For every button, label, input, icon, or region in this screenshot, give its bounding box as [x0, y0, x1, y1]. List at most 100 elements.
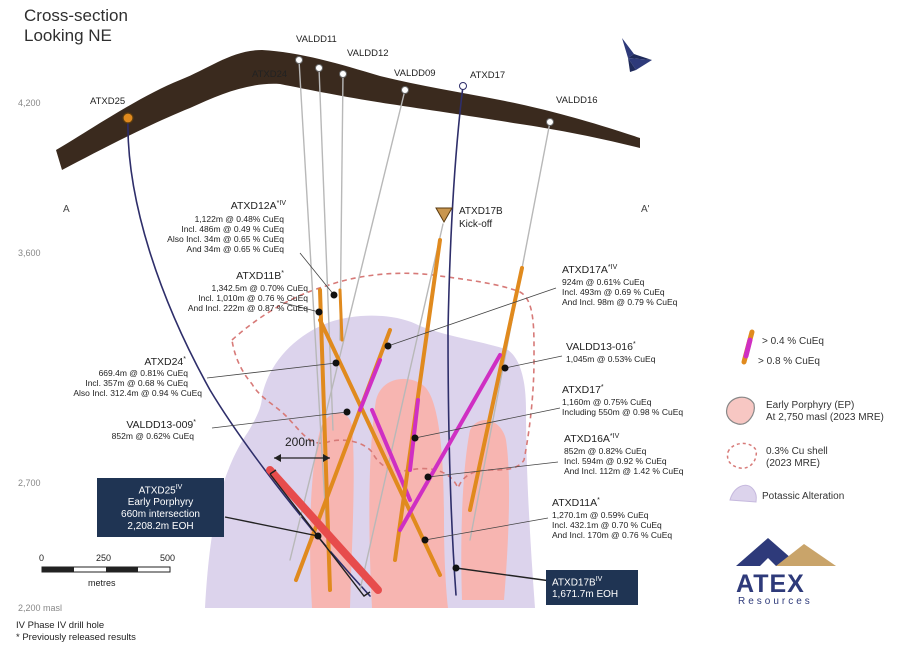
legend-potassic: Potassic Alteration [762, 491, 844, 502]
callout-atxd11a-l1: 1,270.1m @ 0.59% CuEq [552, 510, 649, 520]
title-line-2: Looking NE [24, 26, 112, 45]
atxd17b-info-box: ATXD17BIV 1,671.7m EOH [546, 570, 638, 606]
callout-atxd17a-title: ATXD17A*IV [562, 264, 618, 276]
collar-valdd09 [401, 86, 409, 94]
width-marker-label: 200m [285, 435, 315, 449]
callout-atxd11b-l1: 1,342.5m @ 0.70% CuEq [211, 283, 308, 293]
section-title: Cross-section Looking NE [24, 6, 128, 46]
callout-atxd12a-l4: And 34m @ 0.65 % CuEq [187, 244, 285, 254]
callout-atxd17-l2: Including 550m @ 0.98 % CuEq [562, 407, 683, 417]
elevation-4200: 4,200 [18, 98, 41, 108]
legend-early-porphyry-1: Early Porphyry (EP) [766, 400, 854, 411]
callout-atxd17-l1: 1,160m @ 0.75% CuEq [562, 397, 652, 407]
collar-label-valdd09: VALDD09 [394, 68, 436, 79]
atxd25-box-line3: 2,208.2m EOH [127, 521, 194, 533]
interval-valdd09-high [358, 358, 382, 412]
collar-atxd17 [459, 82, 467, 90]
callout-atxd24-l2: Incl. 357m @ 0.68 % CuEq [85, 378, 188, 388]
north-arrow-icon [622, 38, 652, 72]
atxd25-box-title: ATXD25IV [138, 484, 183, 497]
callout-atxd17-title: ATXD17* [562, 384, 604, 396]
leader-lines [206, 252, 563, 583]
trace-valdd09 [289, 89, 406, 561]
callout-atxd11b-l2: Incl. 1,010m @ 0.76 % CuEq [198, 293, 308, 303]
title-line-1: Cross-section [24, 6, 128, 25]
kickoff-label-line2: Kick-off [459, 219, 492, 230]
callout-valdd13-016-title: VALDD13-016* [566, 341, 636, 353]
atxd25-bracket [269, 469, 371, 597]
callout-atxd11a-title: ATXD11A* [552, 497, 600, 509]
callout-valdd13-009-l1: 852m @ 0.62% CuEq [112, 431, 195, 441]
legend-grade-1: > 0.4 % CuEq [762, 336, 824, 347]
legend-cu-shell-2: (2023 MRE) [766, 458, 820, 469]
callout-atxd12a-l2: Incl. 486m @ 0.49 % CuEq [181, 224, 284, 234]
scale-bar: 0 250 500 metres [39, 553, 175, 588]
interval-atxd11b [318, 318, 442, 577]
scale-unit: metres [88, 578, 116, 588]
callout-atxd16a-l2: Incl. 594m @ 0.92 % CuEq [564, 456, 667, 466]
footnote-previously-released: * Previously released results [16, 632, 136, 643]
callout-atxd17a-l3: And Incl. 98m @ 0.79 % CuEq [562, 297, 678, 307]
callout-valdd13-009-title: VALDD13-009* [126, 419, 196, 431]
atex-logo: ATEX Resources [736, 538, 836, 607]
ground-surface [56, 50, 640, 170]
elevation-3600: 3,600 [18, 248, 41, 258]
collar-label-atxd25: ATXD25 [90, 96, 125, 107]
scale-tick-0: 0 [39, 553, 44, 563]
early-porphyry-body-1 [310, 412, 354, 608]
legend: > 0.4 % CuEq > 0.8 % CuEq Early Porphyry… [725, 329, 884, 503]
collar-valdd11 [315, 64, 323, 72]
footnote-phase-iv: IV Phase IV drill hole [16, 620, 105, 631]
interval-valdd12 [338, 288, 344, 342]
callout-atxd12a-l3: Also Incl. 34m @ 0.65 % CuEq [167, 234, 284, 244]
callout-atxd12a-title: ATXD12A*IV [231, 200, 287, 212]
callout-atxd16a-l1: 852m @ 0.82% CuEq [564, 446, 647, 456]
legend-early-porphyry-2: At 2,750 masl (2023 MRE) [766, 412, 884, 423]
collar-valdd16 [546, 118, 554, 126]
collar-valdd12 [339, 70, 347, 78]
section-marker-a: A [63, 204, 70, 215]
trace-atxd25 [127, 117, 371, 597]
callout-atxd17a-l2: Incl. 493m @ 0.69 % CuEq [562, 287, 665, 297]
legend-grade-2: > 0.8 % CuEq [758, 356, 820, 367]
trace-atxd17b [359, 223, 444, 591]
collar-label-valdd12: VALDD12 [347, 48, 389, 59]
callout-atxd11b-l3: And Incl. 222m @ 0.87 % CuEq [188, 303, 308, 313]
callout-atxd11a-l2: Incl. 432.1m @ 0.70 % CuEq [552, 520, 662, 530]
early-porphyry-body-3 [461, 419, 510, 600]
atxd25-box-line2: 660m intersection [121, 509, 200, 521]
collar-atxd25 [122, 112, 134, 124]
elevation-2700: 2,700 [18, 478, 41, 488]
collar-label-atxd17: ATXD17 [470, 70, 505, 81]
atxd17b-box-title: ATXD17BIV [552, 576, 603, 589]
callout-atxd11b-title: ATXD11B* [236, 270, 284, 282]
callout-atxd24-l3: Also Incl. 312.4m @ 0.94 % CuEq [73, 388, 202, 398]
atxd25-box-line1: Early Porphyry [127, 497, 194, 509]
logo-wordmark: ATEX [736, 570, 805, 598]
scale-tick-250: 250 [96, 553, 111, 563]
trace-valdd11 [318, 67, 334, 431]
collar-label-atxd24: ATXD24 [252, 69, 287, 80]
interval-atxd16a [468, 266, 524, 512]
intercept-dots [314, 291, 509, 572]
scale-tick-500: 500 [160, 553, 175, 563]
callout-atxd16a-l3: And Incl. 112m @ 1.42 % CuEq [564, 466, 684, 476]
interval-atxd16a-high [398, 353, 502, 532]
callout-atxd24-l1: 669.4m @ 0.81% CuEq [99, 368, 189, 378]
callout-atxd24-title: ATXD24* [144, 356, 186, 368]
callout-atxd16a-title: ATXD16A*IV [564, 433, 620, 445]
collar-label-valdd11: VALDD11 [296, 34, 337, 45]
callout-atxd11a-l3: And Incl. 170m @ 0.76 % CuEq [552, 530, 672, 540]
kickoff-label-line1: ATXD17B [459, 206, 503, 217]
interval-atxd25 [266, 466, 382, 594]
kickoff-marker [435, 207, 453, 224]
callout-atxd17a-l1: 924m @ 0.61% CuEq [562, 277, 645, 287]
mineral-intervals [266, 238, 524, 594]
logo-subtitle: Resources [738, 596, 813, 607]
width-marker: 200m [274, 435, 330, 462]
atxd17b-box-line1: 1,671.7m EOH [552, 589, 619, 601]
elevation-2200: 2,200 masl [18, 603, 62, 613]
section-marker-a-prime: A' [641, 204, 650, 215]
atxd25-info-box: ATXD25IV Early Porphyry 660m intersectio… [97, 478, 224, 538]
